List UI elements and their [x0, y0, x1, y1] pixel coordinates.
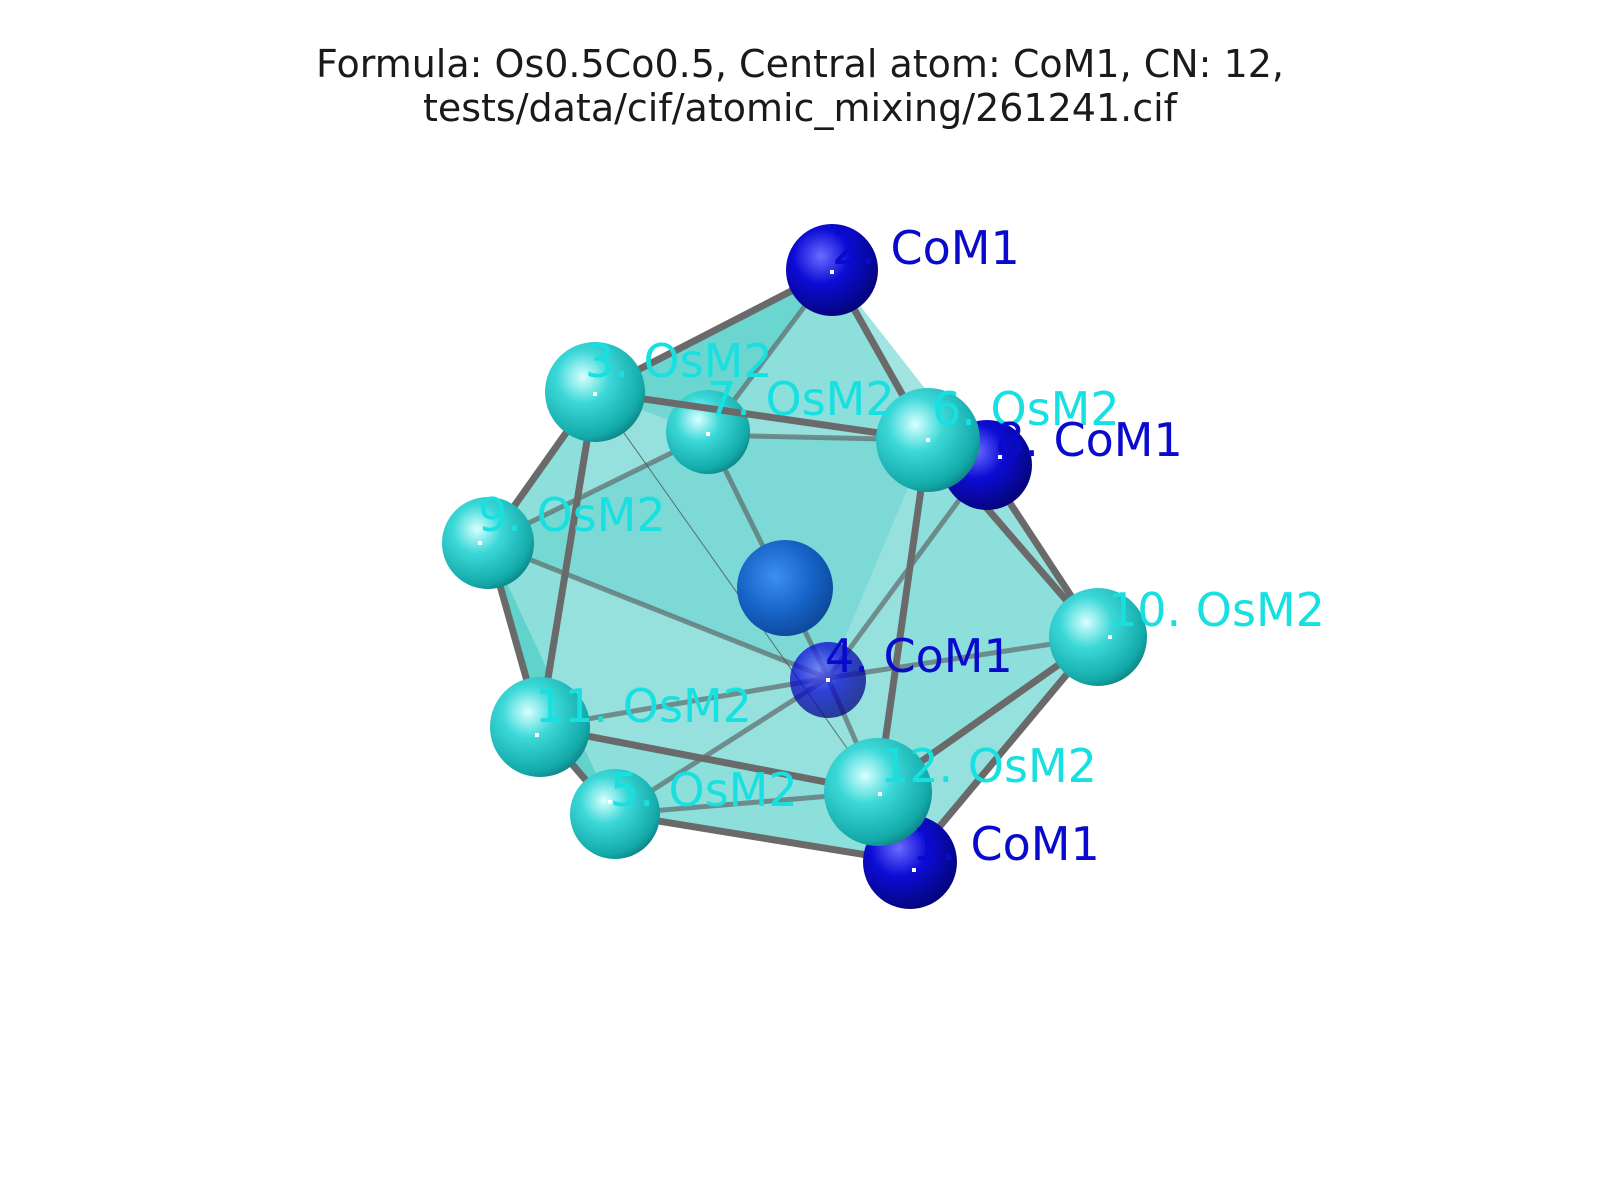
- atom-5-osm2[interactable]: [570, 769, 660, 859]
- bond-line: [485, 540, 831, 681]
- bond-line: [874, 436, 932, 796]
- polyhedron-face: [488, 392, 595, 727]
- label-atom-8: 8. CoM1: [995, 413, 1183, 467]
- figure-title: Formula: Os0.5Co0.5, Central atom: CoM1,…: [0, 42, 1600, 130]
- label-atom-12: 12. OsM2: [880, 739, 1097, 793]
- label-atom-11: 11. OsM2: [535, 679, 752, 733]
- label-atom-10: 10. OsM2: [1108, 583, 1325, 637]
- label-atom-9: 9. OsM2: [478, 488, 666, 542]
- bond-line: [536, 388, 599, 731]
- label-atom-7: 7. OsM2: [707, 372, 895, 426]
- center-marker: [535, 733, 539, 737]
- bond-line: [591, 388, 932, 444]
- center-marker: [478, 541, 482, 545]
- polyhedron-face: [878, 440, 1098, 792]
- center-marker: [593, 392, 597, 396]
- label-atom-4: 4. CoM1: [825, 629, 1013, 683]
- bond-line: [611, 810, 914, 866]
- atom-labels: 2. CoM1 3. OsM2 7. OsM2 6. OsM2 8. CoM1 …: [478, 221, 1325, 871]
- center-marker: [998, 455, 1002, 459]
- title-line-file-path: tests/data/cif/atomic_mixing/261241.cif: [422, 86, 1178, 130]
- label-atom-5: 5. OsM2: [610, 763, 798, 817]
- atom-9-osm2[interactable]: [442, 497, 534, 589]
- center-marker: [878, 792, 882, 796]
- label-atom-1: 1. CoM1: [912, 817, 1100, 871]
- central-atom-com1[interactable]: [737, 540, 833, 636]
- center-marker: [826, 678, 830, 682]
- atom-11-osm2[interactable]: [490, 677, 590, 777]
- label-atom-6: 6. OsM2: [932, 382, 1120, 436]
- polyhedron-face: [540, 727, 910, 862]
- center-marker: [608, 800, 612, 804]
- center-marker: [912, 868, 916, 872]
- polyhedron-face: [878, 637, 1098, 862]
- polyhedron-face: [595, 270, 832, 435]
- label-atom-2: 2. CoM1: [832, 221, 1020, 275]
- center-marker: [926, 438, 930, 442]
- center-marker: [1108, 635, 1112, 639]
- label-atom-3: 3. OsM2: [585, 334, 773, 388]
- title-line-formula: Formula: Os0.5Co0.5, Central atom: CoM1,…: [316, 42, 1284, 86]
- center-marker: [706, 432, 710, 436]
- atom-center-markers: [478, 270, 1112, 872]
- atom-10-osm2[interactable]: [1049, 588, 1147, 686]
- bond-line: [536, 723, 882, 796]
- thin-guide-line: [594, 391, 879, 793]
- center-marker: [830, 270, 834, 274]
